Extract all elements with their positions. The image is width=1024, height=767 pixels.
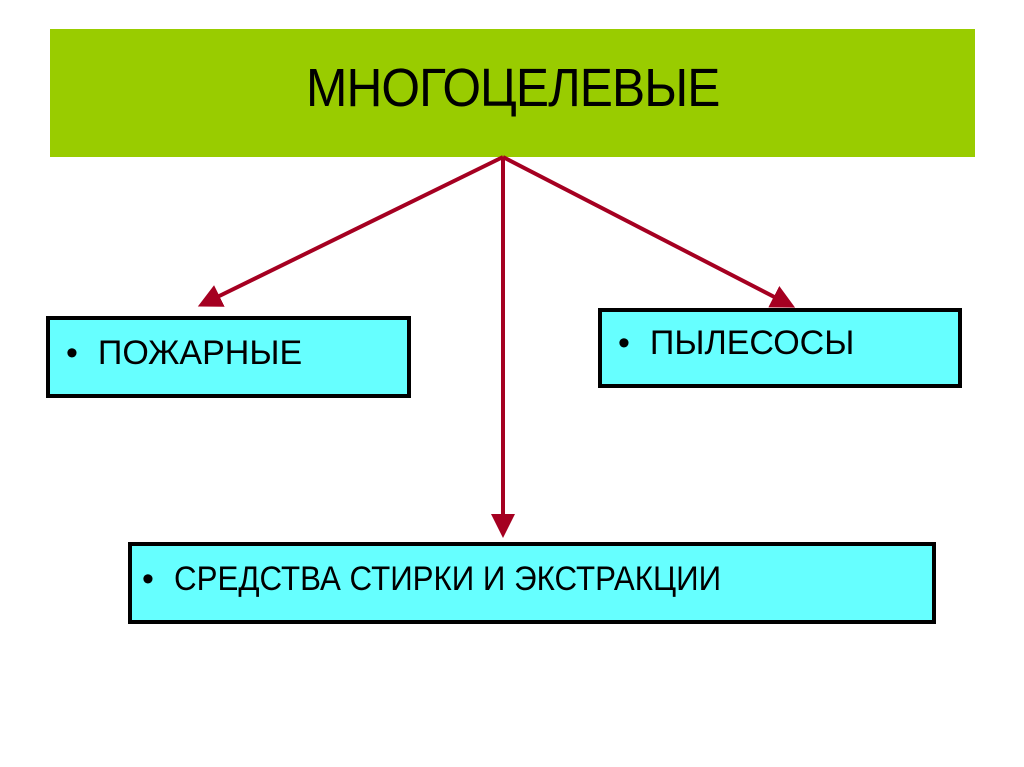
arrow-to-right	[502, 155, 796, 308]
node-label: ПОЖАРНЫЕ	[97, 334, 303, 372]
title-text: МНОГОЦЕЛЕВЫЕ	[305, 58, 720, 118]
node-label: ПЫЛЕСОСЫ	[649, 324, 855, 362]
node-label: СРЕДСТВА СТИРКИ И ЭКСТРАКЦИИ	[173, 560, 721, 598]
bullet-icon: •	[66, 334, 78, 372]
arrow-to-left	[197, 155, 504, 307]
bullet-icon: •	[142, 560, 154, 598]
node-fire: • ПОЖАРНЫЕ	[46, 316, 411, 398]
node-vacuum: • ПЫЛЕСОСЫ	[598, 308, 962, 388]
title-box: МНОГОЦЕЛЕВЫЕ	[50, 29, 975, 157]
node-washing-extraction: • СРЕДСТВА СТИРКИ И ЭКСТРАКЦИИ	[128, 542, 936, 624]
bullet-icon: •	[618, 324, 630, 362]
